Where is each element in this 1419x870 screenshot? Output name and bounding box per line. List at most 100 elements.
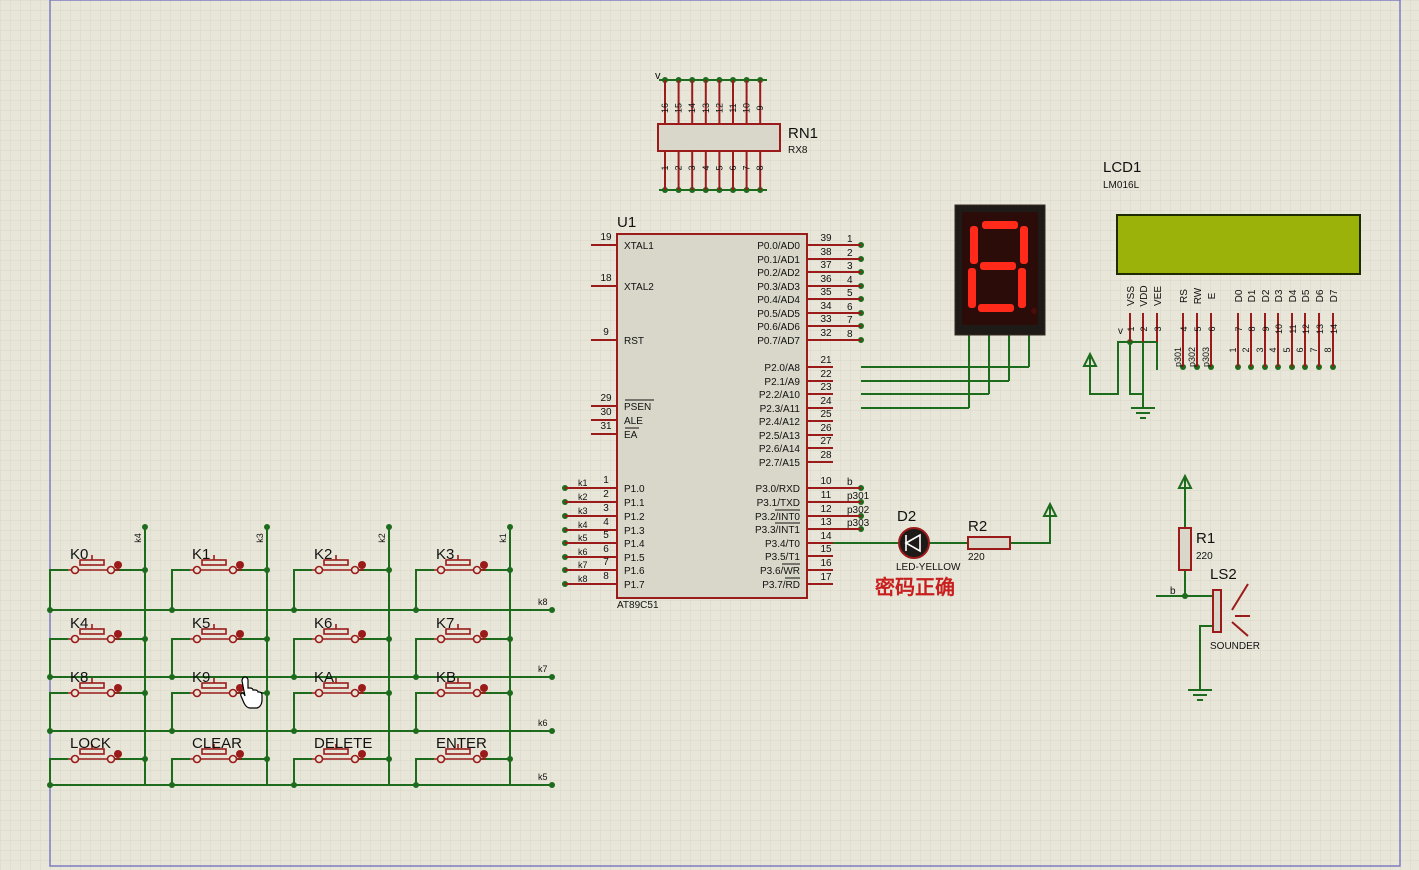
key-terminal xyxy=(70,688,80,698)
u1-pin-number: 4 xyxy=(603,517,609,528)
key-clear[interactable]: CLEAR xyxy=(190,735,244,764)
u1-pin-number: 25 xyxy=(820,409,832,420)
key-k2[interactable]: K2 xyxy=(312,546,366,575)
wire xyxy=(171,692,190,731)
wire xyxy=(293,758,312,785)
net-label: 6 xyxy=(847,302,853,313)
junction-dot xyxy=(264,567,270,573)
seven-segment-display[interactable] xyxy=(954,204,1046,336)
key-delete[interactable]: DELETE xyxy=(312,735,372,764)
net-label: 5 xyxy=(847,288,853,299)
junction-dot xyxy=(507,756,513,762)
wire xyxy=(415,758,434,785)
power-terminal-icon xyxy=(1082,351,1098,378)
seg-b xyxy=(1020,226,1028,264)
lcd-pin-number: 13 xyxy=(1315,324,1325,334)
net-label: k2 xyxy=(377,533,387,543)
net-label: 7 xyxy=(847,315,853,326)
u1-pin-number: 8 xyxy=(603,571,609,582)
key-terminal xyxy=(192,688,202,698)
rn1-top-pin-number: 16 xyxy=(660,103,670,113)
lcd-pin-name: D2 xyxy=(1261,289,1272,302)
wire xyxy=(171,638,190,677)
key-k0[interactable]: K0 xyxy=(68,546,122,575)
key-k5[interactable]: K5 xyxy=(190,615,244,644)
key-label: K5 xyxy=(192,615,210,632)
u1-pin-name: P3.5/T1 xyxy=(765,552,800,563)
sounder-body xyxy=(1212,589,1222,633)
key-indicator xyxy=(480,630,488,638)
net-label: k1 xyxy=(578,478,588,488)
lcd-pin-name: D6 xyxy=(1315,289,1326,302)
net-label: 3 xyxy=(847,261,853,272)
u1-pin-number: 27 xyxy=(820,436,832,447)
lcd-pin-number: 1 xyxy=(1126,326,1136,331)
u1-pin-name: RST xyxy=(624,336,644,347)
u1-pin-number: 29 xyxy=(600,393,612,404)
u1-pin-number: 18 xyxy=(600,273,612,284)
net-label: k6 xyxy=(578,547,588,557)
u1-pin-name: XTAL2 xyxy=(624,282,654,293)
net-label: 4 xyxy=(847,275,853,286)
key-terminal xyxy=(350,634,360,644)
key-lock[interactable]: LOCK xyxy=(68,735,122,764)
u1-pin-name: P1.1 xyxy=(624,498,645,509)
components xyxy=(565,80,1361,637)
key-terminal xyxy=(350,754,360,764)
u1-pin-number: 36 xyxy=(820,274,832,285)
key-label: DELETE xyxy=(314,735,372,752)
rn1-bottom-pin-number: 6 xyxy=(728,165,738,170)
wire xyxy=(1089,341,1130,395)
wire xyxy=(415,638,434,677)
u1-pin-name: P3.2/INT0 xyxy=(755,512,800,523)
key-ka[interactable]: KA xyxy=(312,669,366,698)
sounder-ls2[interactable] xyxy=(1212,583,1250,637)
net-label: 8 xyxy=(1323,347,1333,352)
u1-body[interactable] xyxy=(616,233,808,599)
seg-a xyxy=(982,221,1018,229)
key-enter[interactable]: ENTER xyxy=(434,735,488,764)
net-label: 8 xyxy=(847,329,853,340)
key-k1[interactable]: K1 xyxy=(190,546,244,575)
key-kb[interactable]: KB xyxy=(434,669,488,698)
key-terminal xyxy=(350,688,360,698)
rn1-bottom-pin-number: 8 xyxy=(755,165,765,170)
net-label: p303 xyxy=(1201,347,1211,367)
key-k7[interactable]: K7 xyxy=(434,615,488,644)
wire xyxy=(49,638,68,677)
hand-cursor-icon xyxy=(240,676,263,709)
key-terminal xyxy=(314,754,324,764)
key-label: K8 xyxy=(70,669,88,686)
junction-dot xyxy=(47,607,53,613)
lcd-pin-name: D5 xyxy=(1301,289,1312,302)
u1-pin-name: P0.6/AD6 xyxy=(757,322,800,333)
key-k6[interactable]: K6 xyxy=(312,615,366,644)
led-d2[interactable] xyxy=(898,527,930,559)
key-k8[interactable]: K8 xyxy=(68,669,122,698)
sheet-border xyxy=(49,0,1401,867)
junction-dot xyxy=(386,636,392,642)
wire xyxy=(293,692,312,731)
junction-dot xyxy=(291,782,297,788)
net-label: 1 xyxy=(847,234,853,245)
key-terminal xyxy=(472,634,482,644)
resistor-r1[interactable] xyxy=(1178,527,1192,571)
lcd1-part: LM016L xyxy=(1103,180,1140,191)
key-indicator xyxy=(114,561,122,569)
key-k9[interactable]: K9 xyxy=(190,669,244,698)
u1-pin-name: P0.4/AD4 xyxy=(757,295,800,306)
net-label: 6 xyxy=(1295,347,1305,352)
junction-dot xyxy=(507,567,513,573)
u1-pin-number: 31 xyxy=(600,421,612,432)
lcd-pin-number: 9 xyxy=(1261,326,1271,331)
net-label: k6 xyxy=(538,718,548,728)
key-k4[interactable]: K4 xyxy=(68,615,122,644)
resistor-r2[interactable] xyxy=(967,536,1011,550)
wire xyxy=(49,569,68,610)
seg-c xyxy=(1018,268,1026,308)
lcd-module[interactable] xyxy=(1116,214,1361,275)
rn1-body[interactable] xyxy=(657,123,781,152)
key-k3[interactable]: K3 xyxy=(434,546,488,575)
wire xyxy=(171,758,190,785)
